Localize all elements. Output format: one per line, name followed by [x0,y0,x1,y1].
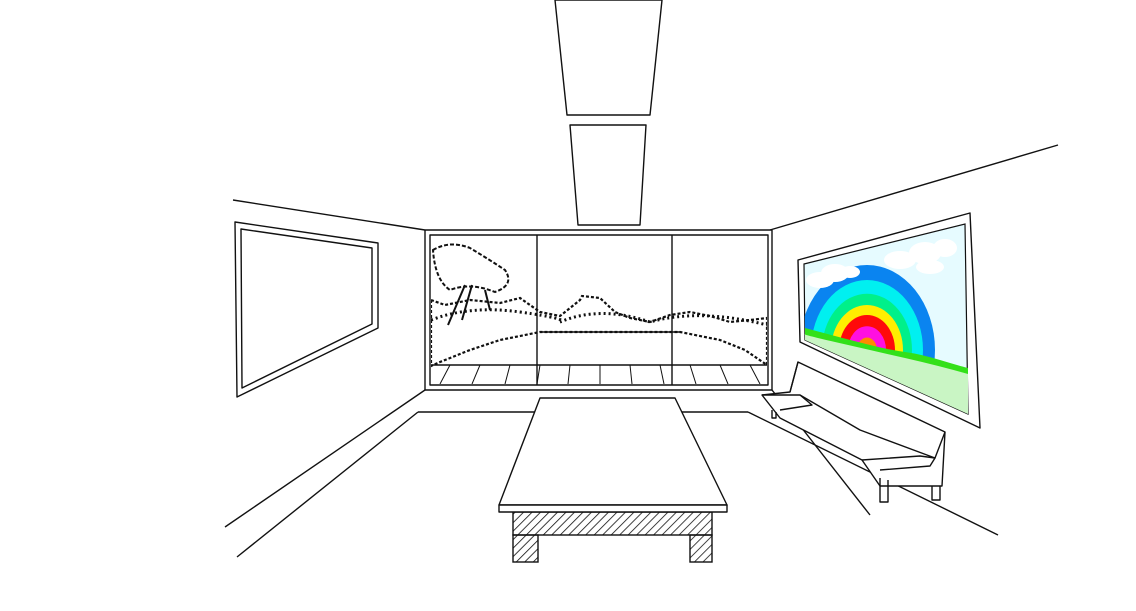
painting-ground [805,330,968,414]
ceiling-light-panels [554,0,663,226]
back-window [429,234,769,386]
rainbow-painting [797,212,981,429]
room-walls [224,144,1059,558]
coffee-table [498,397,728,563]
sofa [761,361,946,503]
ceiling-panel-front [554,0,663,116]
clouds [806,239,957,288]
left-wall-frame [234,221,379,398]
grass [804,328,968,374]
ceiling-panel-back [569,124,647,226]
window-landscape [431,243,767,384]
